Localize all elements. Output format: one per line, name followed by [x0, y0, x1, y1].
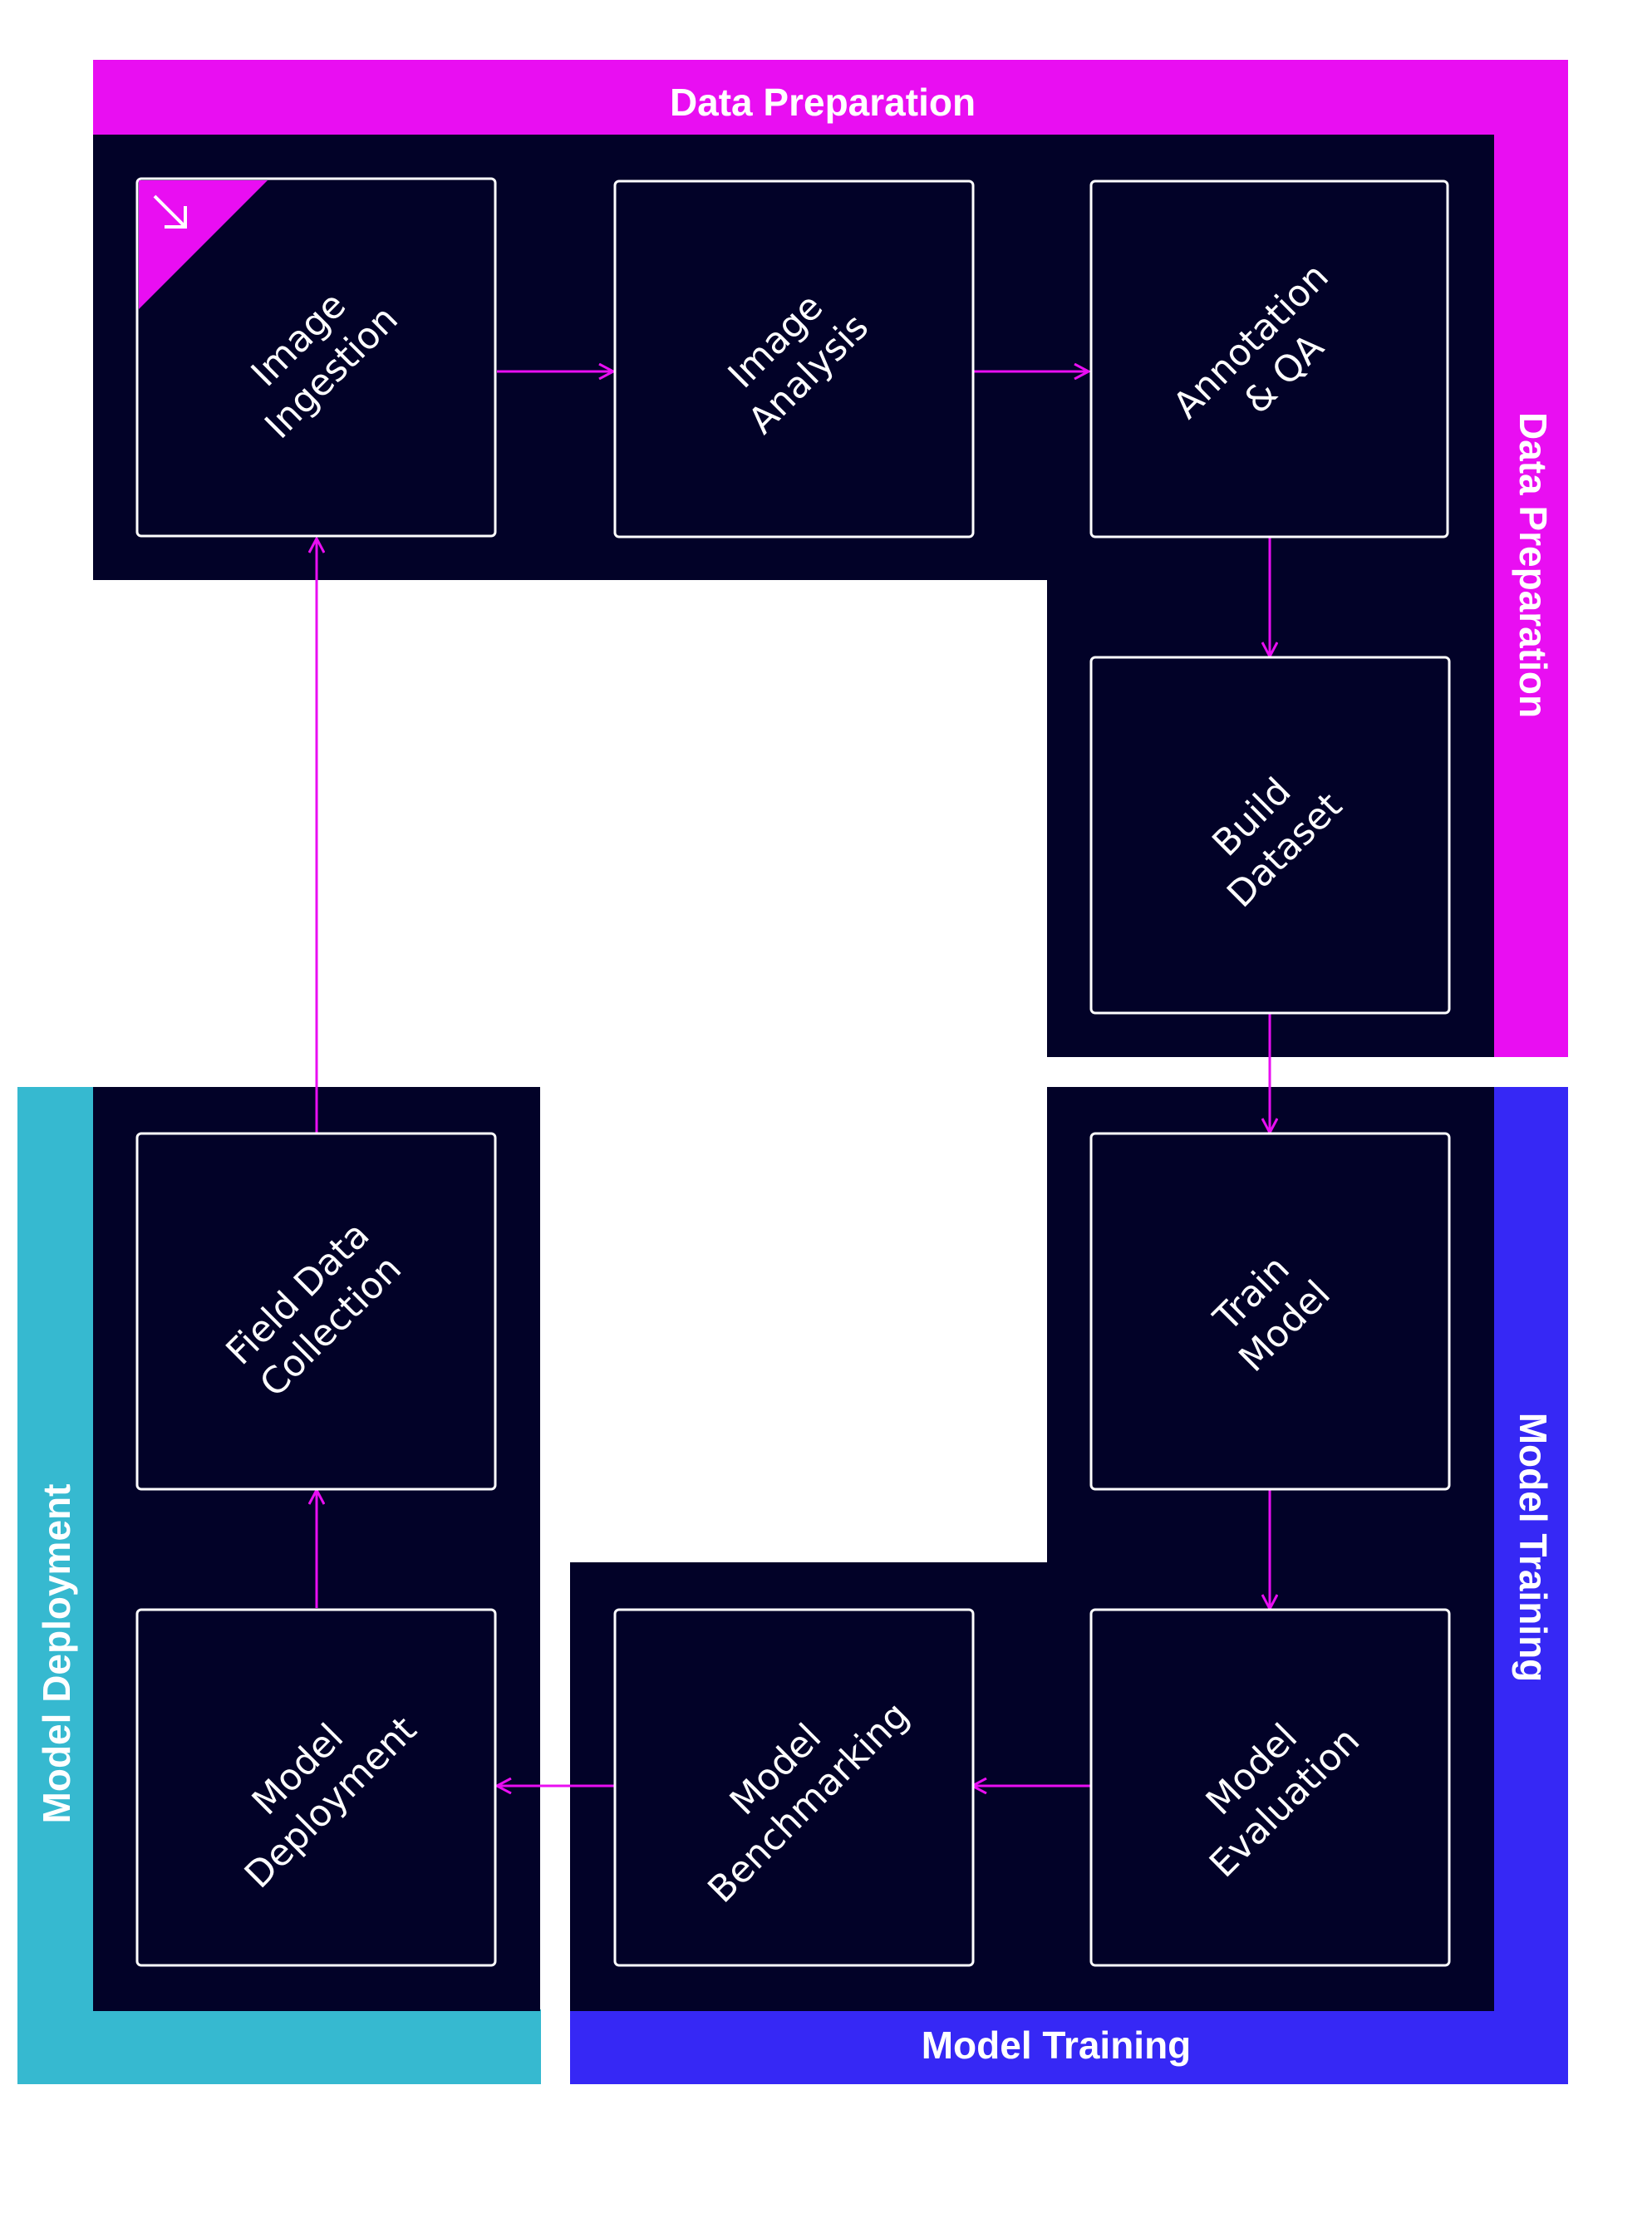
data-preparation-top-label: Data Preparation	[670, 81, 976, 124]
flow-arrows	[317, 371, 1270, 1786]
data-preparation-side-label: Data Preparation	[1512, 412, 1555, 718]
node-image-analysis: Image Analysis	[613, 179, 975, 538]
node-annotation-qa: Annotation & QA	[1089, 179, 1449, 538]
node-model-deployment: Model Deployment	[135, 1608, 497, 1967]
node-train-model: Train Model	[1089, 1132, 1451, 1491]
node-model-benchmarking: Model Benchmarking	[613, 1608, 975, 1967]
model-training-band	[570, 1087, 1568, 2084]
node-model-evaluation: Model Evaluation	[1089, 1608, 1451, 1967]
model-deployment-band	[17, 1087, 541, 2084]
data-preparation-band	[93, 60, 1568, 1057]
node-field-data-collection: Field Data Collection	[135, 1132, 497, 1491]
arrow-down-right-icon	[153, 194, 187, 229]
model-training-bottom-label: Model Training	[922, 2024, 1192, 2067]
node-image-ingestion: Image Ingestion	[135, 177, 497, 538]
model-deployment-side-label: Model Deployment	[35, 1484, 78, 1824]
node-build-dataset: Build Dataset	[1089, 656, 1451, 1015]
model-training-side-label: Model Training	[1512, 1413, 1555, 1683]
